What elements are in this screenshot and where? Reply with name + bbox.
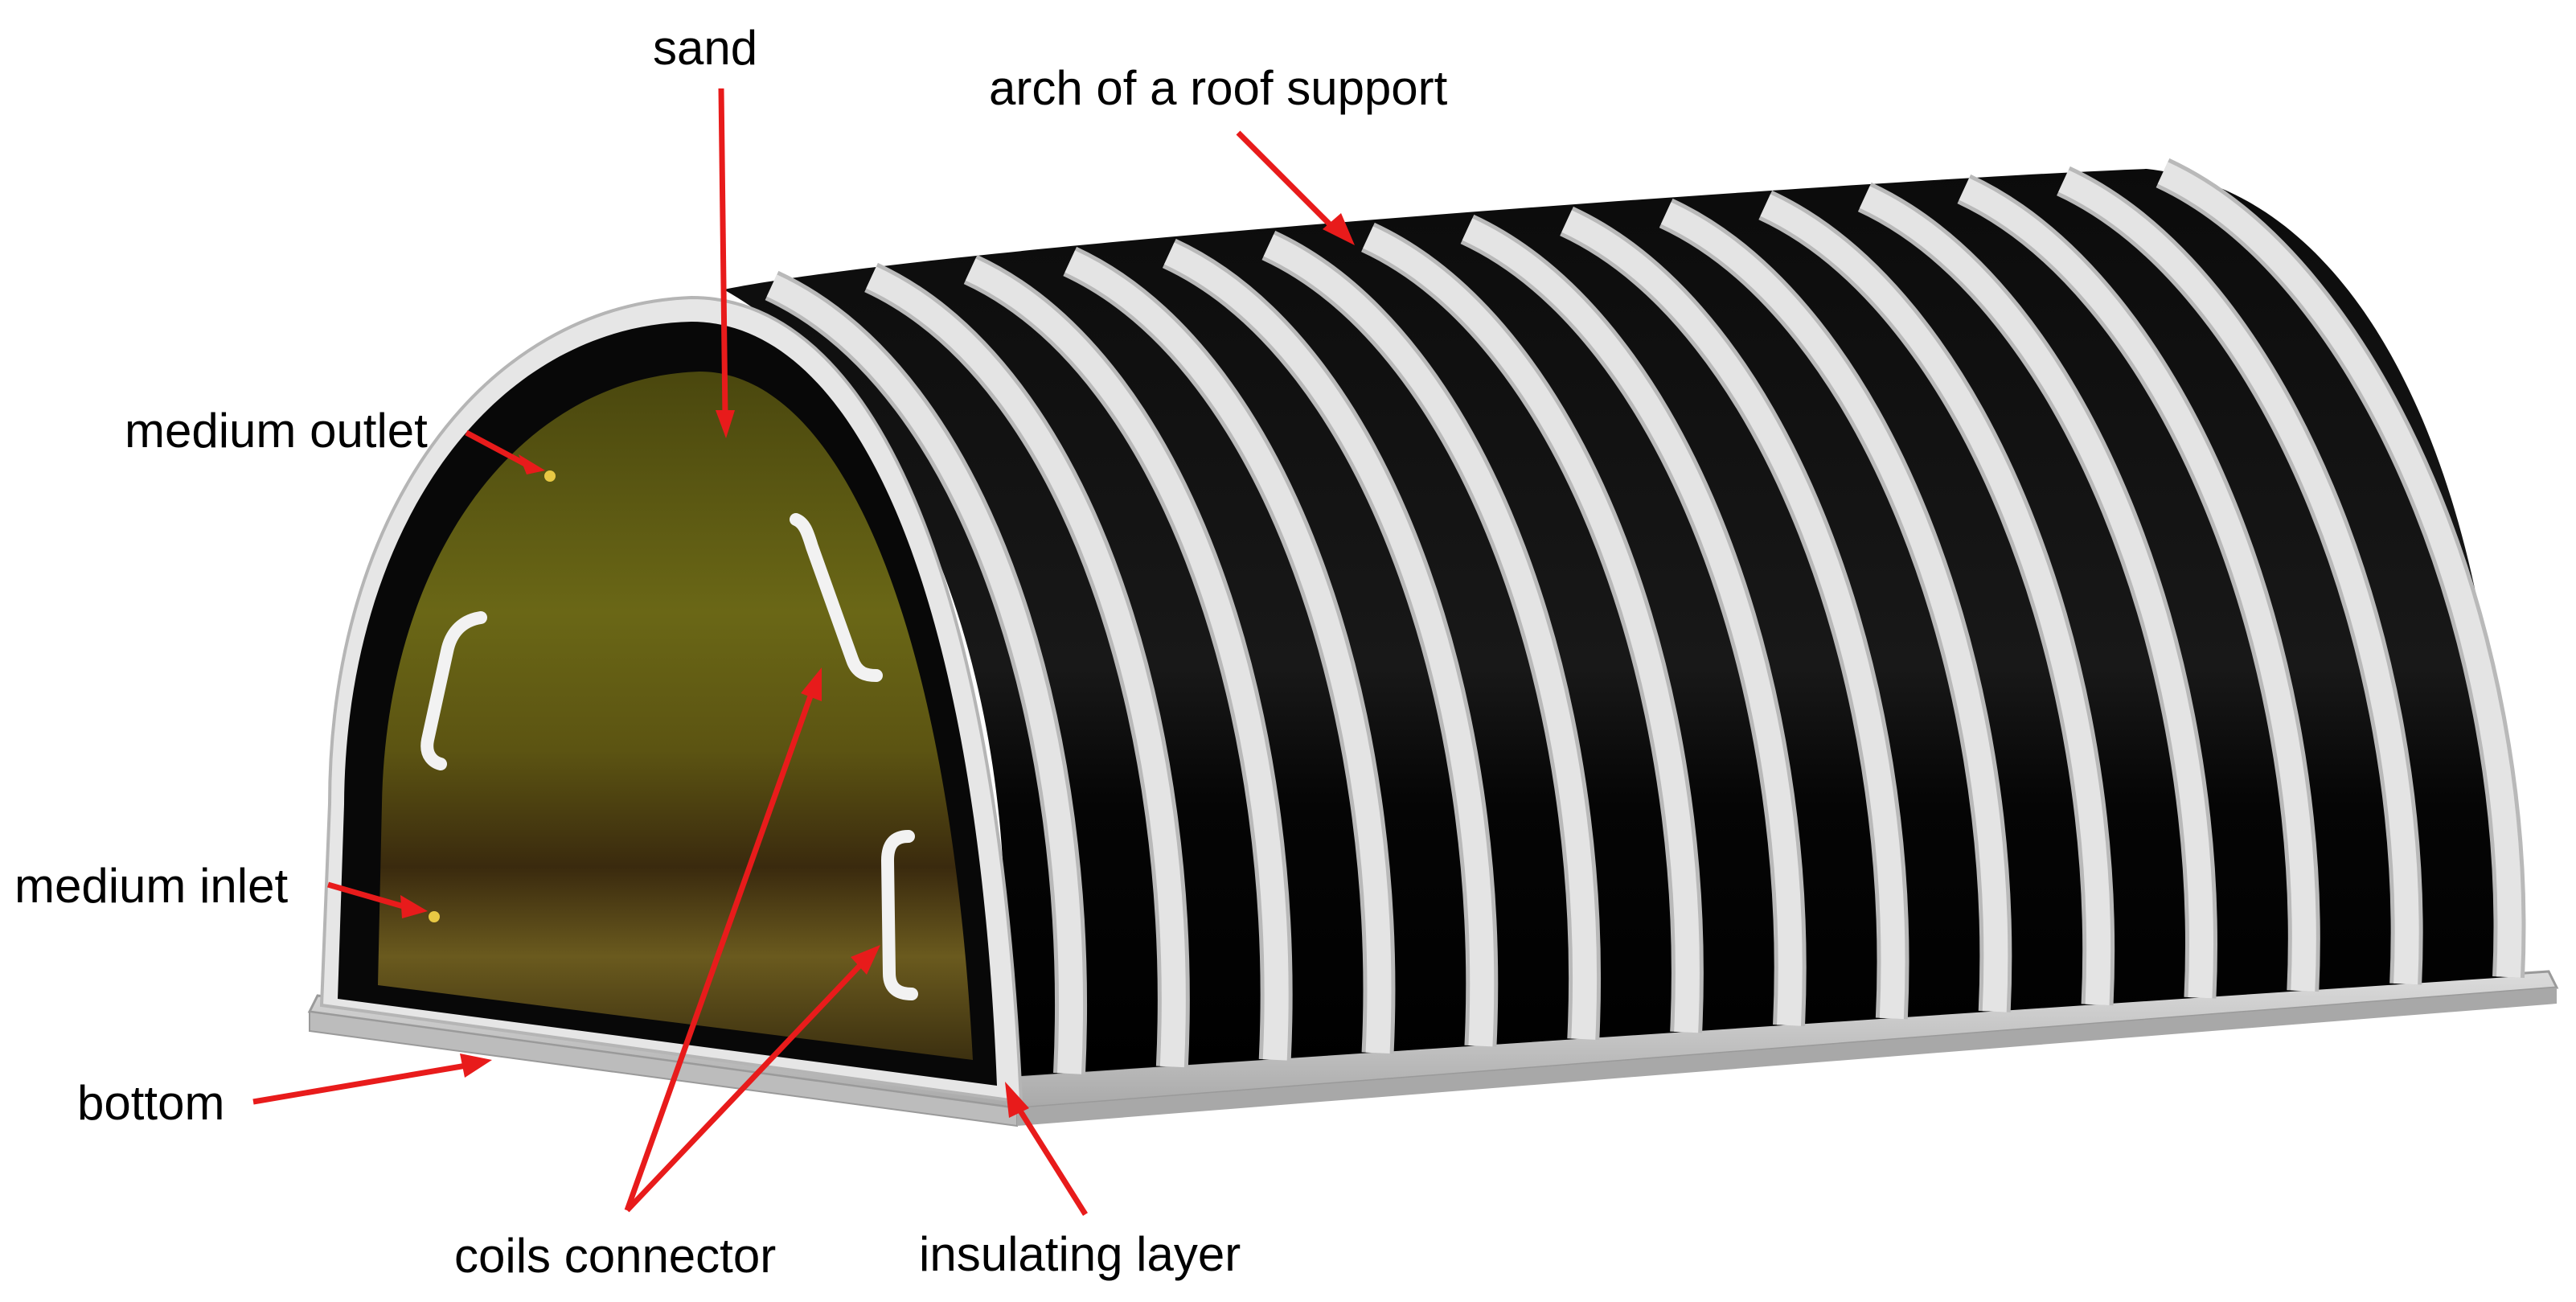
- arrowhead-insulating: [1005, 1082, 1029, 1118]
- coil-connector-left: [420, 611, 487, 770]
- arrow-arch: [1236, 130, 1337, 232]
- coil-connector-right-bottom: [880, 830, 918, 1000]
- arch-of-roof-support: [866, 266, 1186, 1068]
- label-sand: sand: [653, 21, 758, 75]
- arrow-medium-inlet: [327, 881, 407, 910]
- label-arch: arch of a roof support: [989, 61, 1448, 115]
- label-medium-outlet: medium outlet: [125, 404, 428, 458]
- sand-face: [378, 372, 973, 1060]
- arrowhead-coils-1: [801, 667, 822, 701]
- arches-group: [765, 158, 2526, 1074]
- label-medium-inlet: medium inlet: [14, 859, 289, 913]
- arrow-bottom: [252, 1062, 467, 1105]
- arch-of-roof-support: [1561, 210, 1905, 1020]
- label-bottom: bottom: [77, 1076, 225, 1130]
- arrowhead-coils-2: [851, 945, 880, 975]
- arch-of-roof-support: [1462, 218, 1803, 1026]
- arrow-insulating: [1015, 1104, 1088, 1216]
- arrowhead-medium-inlet: [400, 895, 428, 918]
- medium-inlet-port: [429, 911, 440, 922]
- arrow-coils-2: [625, 963, 863, 1213]
- arch-of-roof-support: [1959, 178, 2316, 992]
- medium-outlet-port: [544, 470, 556, 482]
- label-insulating-layer: insulating layer: [919, 1227, 1241, 1281]
- base-plate-side: [1017, 988, 2557, 1126]
- arrow-coils-1: [624, 690, 815, 1212]
- coil-connector-right-top: [790, 513, 883, 682]
- label-coils-connector: coils connector: [454, 1229, 777, 1283]
- arch-of-roof-support: [1859, 186, 2213, 999]
- arch-of-roof-support: [1660, 202, 2008, 1012]
- arrowhead-bottom: [460, 1054, 492, 1078]
- arrow-sand: [718, 88, 728, 419]
- arrows: [252, 88, 1355, 1216]
- arch-of-roof-support: [766, 274, 1083, 1074]
- arrowhead-medium-outlet: [519, 454, 545, 474]
- arch-of-roof-support: [2058, 170, 2419, 985]
- arch-of-roof-support: [2157, 162, 2522, 978]
- arch-of-roof-support: [965, 258, 1289, 1061]
- arch-of-roof-support: [1163, 242, 1495, 1047]
- arch-of-roof-support: [1263, 234, 1598, 1040]
- arrowhead-sand: [716, 410, 735, 438]
- arrowhead-arch: [1323, 213, 1355, 245]
- arch-of-roof-support: [1064, 250, 1392, 1054]
- arrow-medium-outlet: [465, 429, 528, 468]
- arch-of-roof-support: [1760, 194, 2111, 1005]
- arch-of-roof-support: [1363, 226, 1700, 1033]
